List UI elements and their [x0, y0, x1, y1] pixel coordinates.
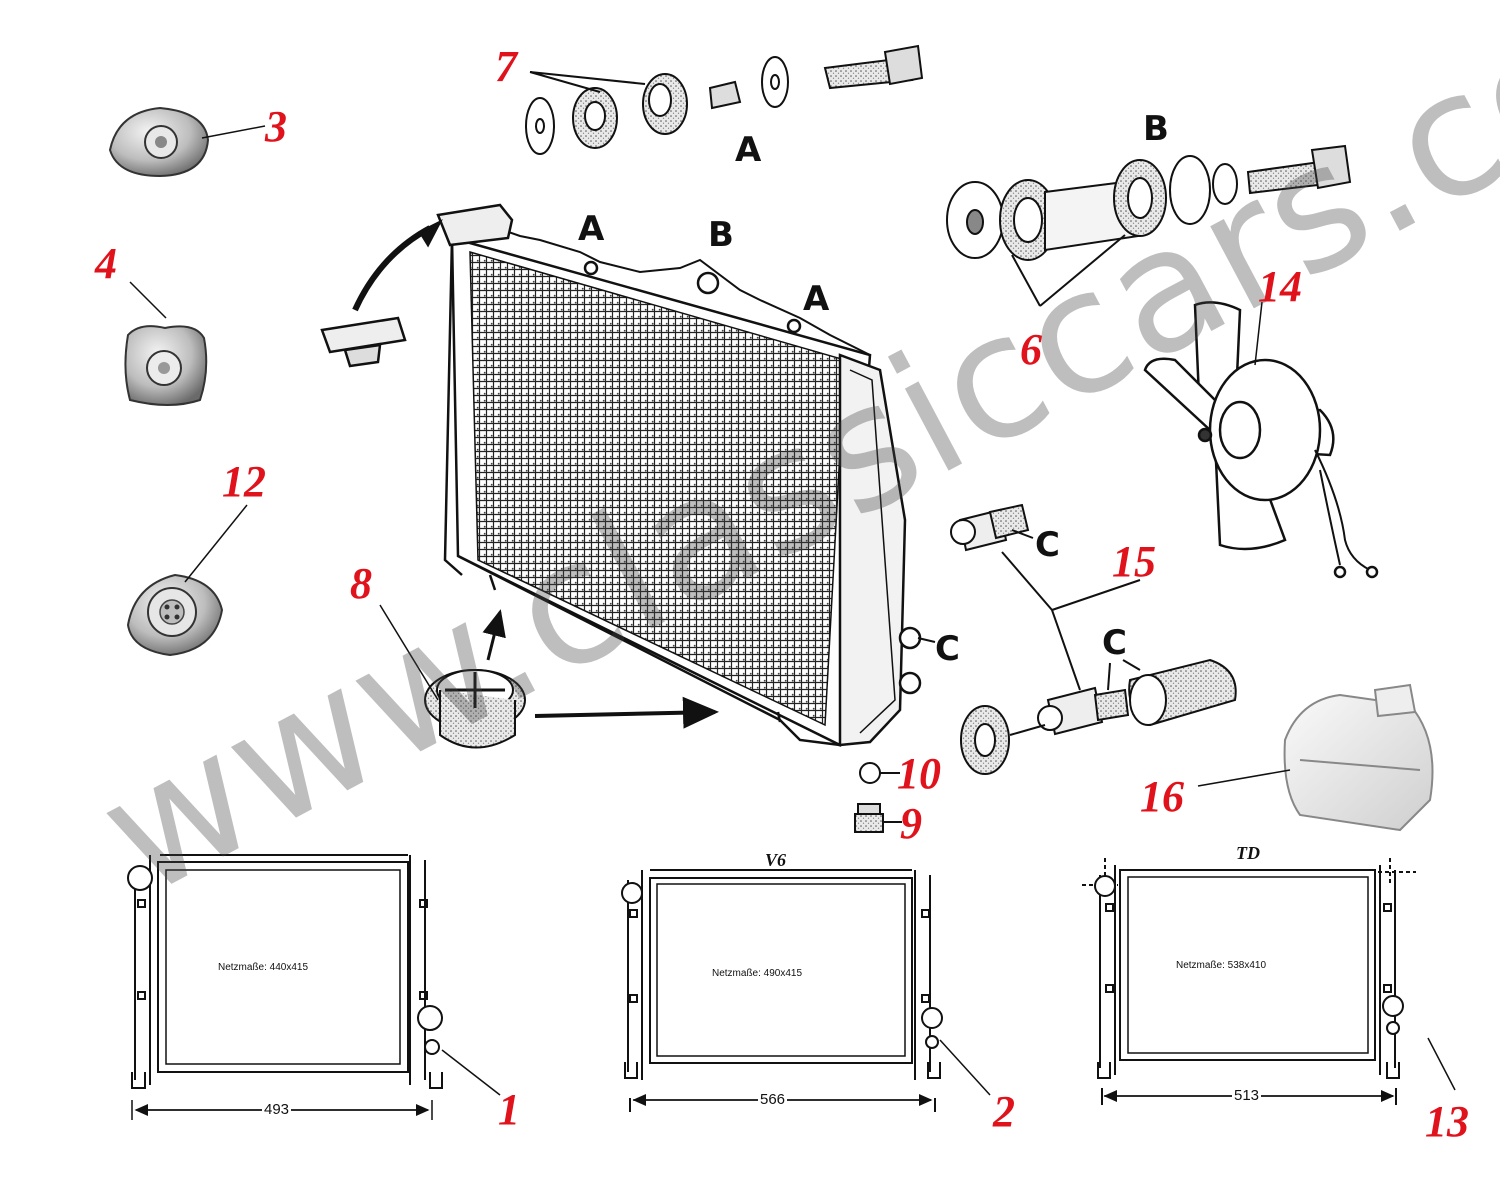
mount-b-exploded	[946, 144, 1352, 307]
radiator-1-width: 493	[262, 1101, 292, 1118]
radiator-2-core-size: Netzmaße: 490x415	[712, 968, 803, 979]
callout-16: 16	[1140, 772, 1184, 821]
callout-6: 6	[1020, 325, 1042, 374]
callout-2: 2	[993, 1087, 1015, 1136]
drain-plug-9	[854, 803, 902, 833]
radiator-drawing-2	[621, 869, 943, 1112]
callout-3: 3	[265, 102, 287, 151]
temp-switch-upper	[950, 503, 1030, 552]
temp-switch-lower	[960, 658, 1237, 775]
radiator-13-core-size: Netzmaße: 538x410	[1176, 960, 1267, 971]
radiator-mount-8	[424, 609, 719, 749]
callout-13: 13	[1425, 1097, 1469, 1146]
radiator-cap-12	[126, 573, 224, 657]
radiator-2-width: 566	[758, 1091, 788, 1108]
callout-1: 1	[498, 1085, 520, 1134]
label-c: C	[1035, 525, 1060, 565]
radiator-cap-3	[108, 106, 210, 178]
electric-fan-14	[1143, 301, 1379, 579]
leader-lines	[129, 125, 1456, 1096]
o-ring-10	[859, 762, 900, 784]
expansion-tank-16	[1283, 683, 1434, 832]
label-c: C	[1102, 623, 1127, 663]
mount-a-exploded	[525, 44, 924, 155]
radiator-2-version: V6	[765, 850, 787, 870]
label-a: A	[735, 130, 762, 170]
callout-15: 15	[1112, 537, 1156, 586]
callout-8: 8	[350, 559, 372, 608]
callout-15-lines	[917, 529, 1141, 691]
callout-14: 14	[1258, 262, 1302, 311]
callout-9: 9	[900, 799, 922, 848]
radiator-13-version: TD	[1236, 843, 1260, 863]
label-b: B	[1143, 109, 1169, 149]
label-a: A	[578, 209, 605, 249]
label-b: B	[708, 215, 734, 255]
label-c: C	[935, 629, 960, 669]
callout-12: 12	[222, 457, 266, 506]
radiator-13-width: 513	[1232, 1087, 1262, 1104]
callout-7: 7	[495, 42, 517, 91]
radiator-cap-4	[124, 325, 208, 406]
label-a: A	[803, 279, 830, 319]
callout-10: 10	[897, 749, 941, 798]
main-radiator	[320, 203, 922, 747]
radiator-drawing-13	[1082, 858, 1416, 1105]
radiator-1-core-size: Netzmaße: 440x415	[218, 962, 309, 973]
radiator-drawing-1	[127, 854, 443, 1120]
callout-4: 4	[95, 239, 117, 288]
